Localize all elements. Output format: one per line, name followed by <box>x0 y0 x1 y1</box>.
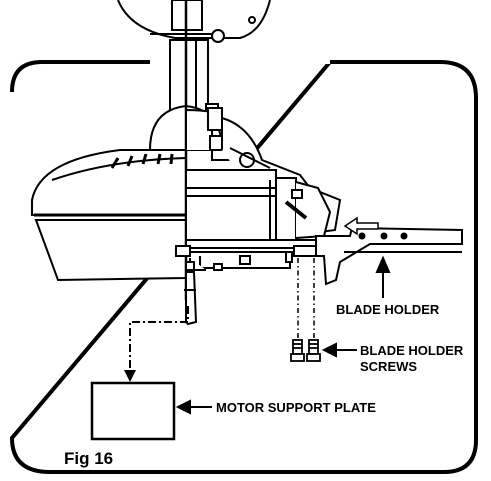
figure-frame-top <box>38 0 60 62</box>
label-blade-holder-screws-line1: BLADE HOLDER <box>360 343 464 358</box>
figure-caption: Fig 16 <box>64 449 113 468</box>
blade-holder-leader <box>375 255 391 298</box>
hanging-bracket <box>184 271 198 326</box>
motor-housing <box>31 103 224 282</box>
motor-interior <box>175 107 342 271</box>
blade-holder-shape <box>315 226 463 286</box>
figure-frame <box>9 60 478 474</box>
label-blade-holder: BLADE HOLDER <box>336 302 440 317</box>
canopy <box>117 0 271 43</box>
label-blade-holder-screws-line2: SCREWS <box>360 359 417 374</box>
motor-plate-guide <box>129 306 189 370</box>
insert-direction-arrow <box>343 216 379 236</box>
screw-guides <box>297 258 315 340</box>
label-motor-support-plate: MOTOR SUPPORT PLATE <box>216 400 376 415</box>
motor-support-plate <box>90 381 176 441</box>
screws <box>290 339 321 362</box>
motor-support-plate-leader <box>175 399 212 415</box>
motor-plate-arrowhead <box>124 370 136 382</box>
screws-leader <box>321 342 357 358</box>
